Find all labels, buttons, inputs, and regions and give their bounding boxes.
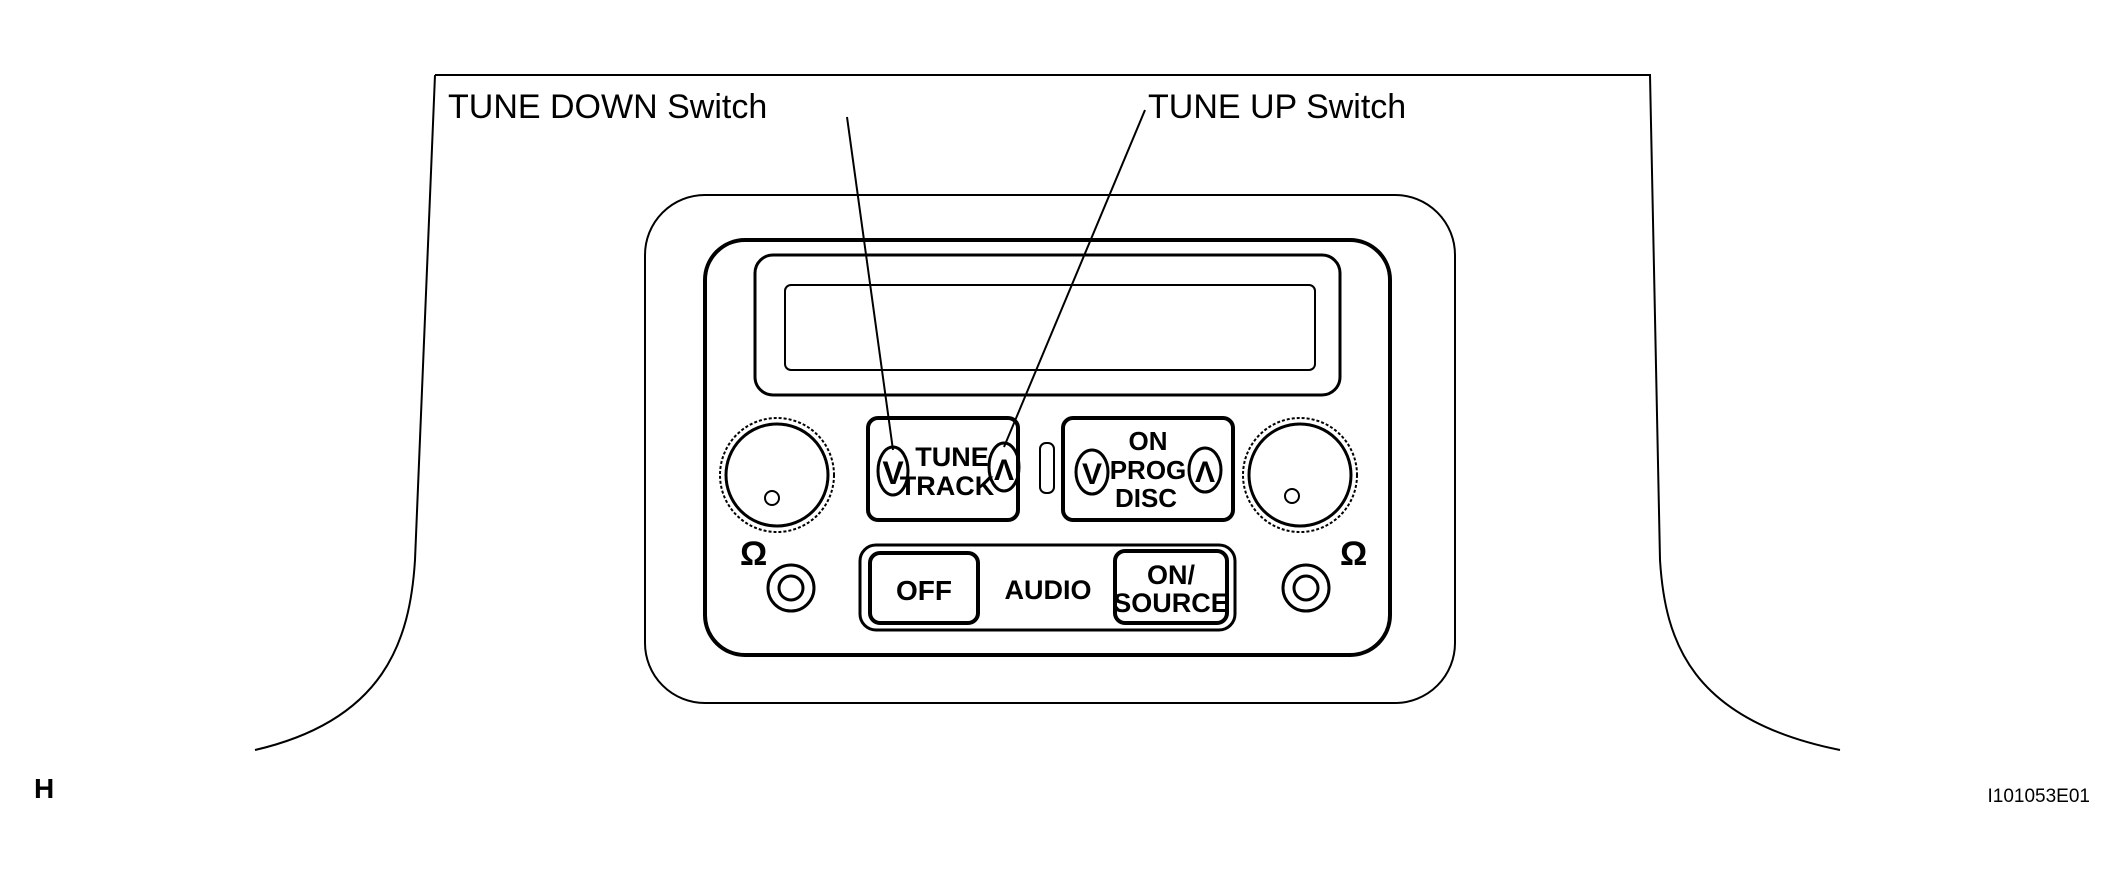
- indicator-slot: [1039, 442, 1055, 494]
- tune-up-arrow-button[interactable]: [987, 441, 1021, 493]
- tune-down-arrow-icon: V: [882, 455, 904, 491]
- tune-label: TUNE: [915, 442, 989, 472]
- audio-label: AUDIO: [1005, 575, 1092, 605]
- corner-letter: H: [34, 773, 54, 804]
- console-outline: [435, 74, 1841, 751]
- unit-frame: [703, 238, 1392, 657]
- figure-id: I101053E01: [1988, 786, 2091, 807]
- prog-on-label: ON: [1129, 426, 1168, 456]
- display-bezel: [753, 253, 1342, 397]
- console-outline-left: [254, 74, 436, 751]
- tune-down-switch-label: TUNE DOWN Switch: [448, 88, 767, 126]
- audio-strip: [858, 543, 1237, 632]
- prog-disc-switch[interactable]: V Λ ON PROG DISC: [1061, 416, 1235, 522]
- track-label: TRACK: [900, 471, 995, 501]
- display-screen: [784, 284, 1316, 371]
- left-volume-knob[interactable]: [719, 417, 835, 533]
- disc-label: DISC: [1115, 483, 1177, 513]
- tune-up-leader-line: [1003, 109, 1146, 448]
- prog-down-arrow-button[interactable]: [1074, 448, 1110, 496]
- right-headphone-icon: Ω: [1340, 535, 1367, 573]
- prog-down-arrow-icon: V: [1082, 458, 1102, 491]
- right-volume-knob[interactable]: [1242, 417, 1358, 533]
- tune-up-arrow-icon: Λ: [994, 454, 1014, 487]
- audio-on-source-button[interactable]: ON/ SOURCE: [1113, 549, 1229, 625]
- prog-up-arrow-button[interactable]: [1187, 446, 1223, 494]
- tune-track-switch[interactable]: V Λ TUNE TRACK: [866, 416, 1021, 522]
- left-headphone-icon: Ω: [740, 535, 767, 573]
- tune-up-switch-label: TUNE UP Switch: [1148, 88, 1406, 126]
- on-source-line2: SOURCE: [1113, 588, 1229, 618]
- tune-down-leader-line: [846, 116, 894, 451]
- audio-off-button[interactable]: OFF: [868, 551, 980, 625]
- prog-label: PROG: [1110, 455, 1187, 485]
- left-headphone-jack[interactable]: [766, 563, 816, 613]
- prog-up-arrow-icon: Λ: [1195, 456, 1215, 489]
- on-source-line1: ON/: [1147, 560, 1196, 590]
- off-label: OFF: [896, 575, 952, 606]
- right-headphone-jack[interactable]: [1281, 563, 1331, 613]
- panel-housing: [644, 194, 1456, 704]
